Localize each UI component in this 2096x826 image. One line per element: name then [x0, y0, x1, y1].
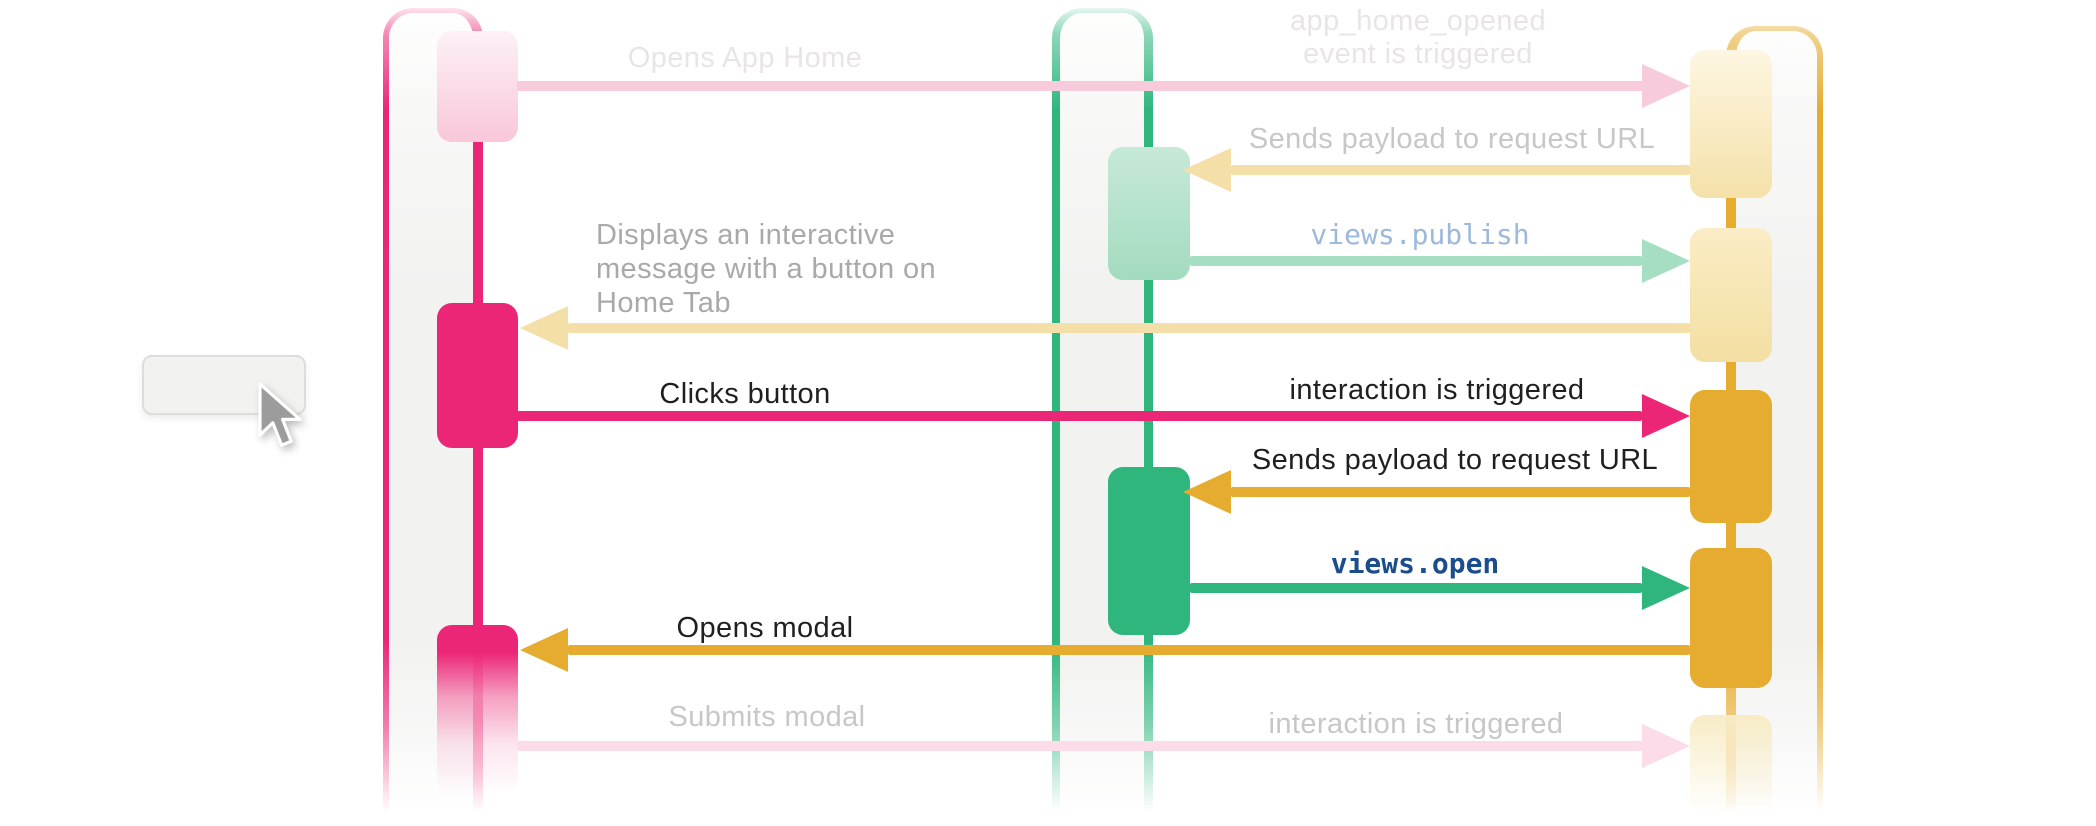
activation-right-4 [1690, 548, 1772, 688]
label-interaction-triggered-1: interaction is triggered [1289, 374, 1585, 406]
arrowhead-opens-modal-icon [520, 628, 568, 672]
arrowhead-views-open-icon [1642, 566, 1690, 610]
activation-right-1 [1690, 50, 1772, 198]
label-views-publish: views.publish [1310, 218, 1530, 251]
label-opens-modal: Opens modal [676, 612, 854, 644]
arrow-opens-modal [568, 645, 1690, 655]
arrow-submits-modal [517, 741, 1642, 751]
arrowhead-displays-message-icon [520, 306, 568, 350]
arrowhead-submits-modal-icon [1642, 724, 1690, 768]
activation-left-1 [437, 31, 518, 142]
label-app-home-opened-event: app_home_opened event is triggered [1290, 5, 1546, 70]
label-sends-payload-1: Sends payload to request URL [1248, 123, 1656, 155]
label-views-open: views.open [1330, 547, 1500, 580]
arrow-views-publish [1190, 256, 1642, 266]
arrow-displays-message [568, 323, 1690, 333]
label-displays-message: Displays an interactive message with a b… [596, 219, 937, 319]
arrow-opens-app-home [517, 81, 1650, 91]
activation-right-3 [1690, 390, 1772, 523]
arrowhead-clicks-button-icon [1642, 394, 1690, 438]
activation-right-2 [1690, 228, 1772, 362]
activation-left-2 [437, 303, 518, 448]
arrowhead-sends-payload-2-icon [1183, 470, 1231, 514]
label-interaction-triggered-2: interaction is triggered [1268, 708, 1564, 740]
label-submits-modal: Submits modal [668, 701, 866, 733]
arrowhead-sends-payload-1-icon [1183, 148, 1231, 192]
arrow-sends-payload-1 [1231, 165, 1690, 175]
activation-middle-2 [1108, 467, 1190, 635]
label-opens-app-home: Opens App Home [627, 42, 863, 74]
arrowhead-views-publish-icon [1642, 239, 1690, 283]
arrowhead-opens-app-home-icon [1642, 64, 1690, 108]
arrow-sends-payload-2 [1231, 487, 1690, 497]
activation-right-5 [1690, 715, 1772, 815]
label-clicks-button: Clicks button [659, 378, 831, 410]
arrow-clicks-button [517, 411, 1642, 421]
activation-middle-1 [1108, 147, 1190, 280]
label-sends-payload-2: Sends payload to request URL [1251, 444, 1659, 476]
mouse-cursor-icon [258, 382, 302, 447]
arrow-views-open [1190, 583, 1642, 593]
activation-left-3 [437, 625, 518, 795]
